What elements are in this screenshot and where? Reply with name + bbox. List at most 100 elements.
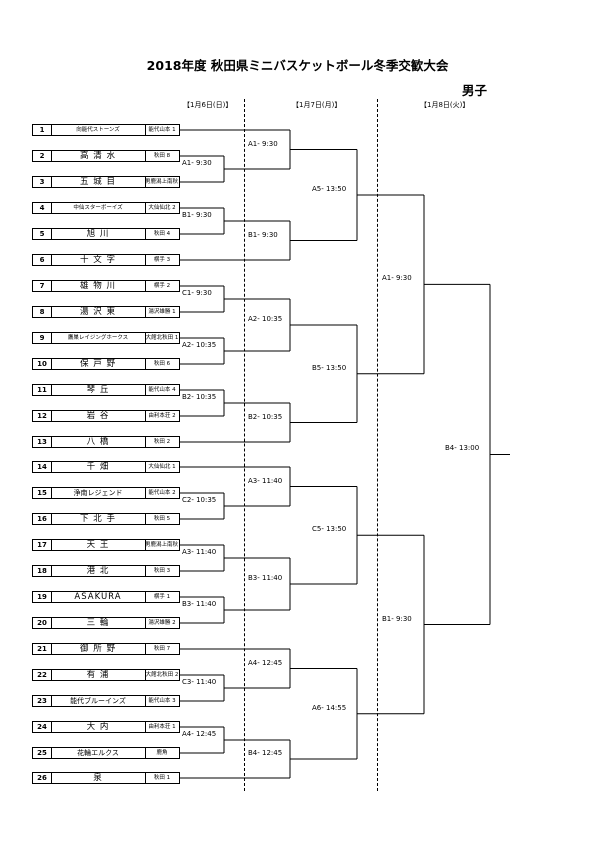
team-name: 十 文 字 xyxy=(51,255,146,265)
match-label: A5- 13:50 xyxy=(312,185,347,193)
team-name: 下 北 手 xyxy=(51,514,146,524)
team-region: 横手 2 xyxy=(153,283,171,289)
match-label: B3- 11:40 xyxy=(248,574,283,582)
team-region: 秋田 7 xyxy=(153,646,171,652)
team-region: 大館北秋田 2 xyxy=(145,672,179,678)
team-number: 2 xyxy=(33,151,52,161)
day-header-1: 【1月6日(日)】 xyxy=(183,101,233,109)
team-number: 17 xyxy=(33,540,52,550)
team-number: 7 xyxy=(33,281,52,291)
match-label: A1- 9:30 xyxy=(382,274,412,283)
team-name: 能代ブルーインズ xyxy=(51,696,146,706)
team-number: 9 xyxy=(33,333,52,343)
team-region: 大仙仙北 2 xyxy=(148,205,176,211)
team-number: 15 xyxy=(33,488,52,498)
team-region: 秋田 4 xyxy=(153,231,171,237)
match-label: A1- 9:30 xyxy=(182,159,212,167)
match-label: C1- 9:30 xyxy=(182,289,212,297)
team-name: 湯 沢 東 xyxy=(51,307,146,317)
team-number: 22 xyxy=(33,670,52,680)
match-label: A3- 11:40 xyxy=(248,476,283,485)
team-number: 12 xyxy=(33,411,52,421)
match-label: C2- 10:35 xyxy=(182,496,217,504)
team-name: 大 内 xyxy=(51,722,146,732)
team-region: 大館北秋田 1 xyxy=(145,335,179,341)
team-region: 大仙仙北 1 xyxy=(148,464,176,470)
match-label: C3- 11:40 xyxy=(182,678,217,686)
team-number: 8 xyxy=(33,307,52,317)
team-number: 1 xyxy=(33,125,52,135)
team-name: 御 所 野 xyxy=(51,644,146,654)
team-number: 20 xyxy=(33,618,52,628)
match-label: B5- 13:50 xyxy=(312,363,347,372)
match-label: B4- 12:45 xyxy=(248,749,283,757)
team-region: 能代山本 4 xyxy=(148,387,176,393)
team-name: 浄南レジェンド xyxy=(51,488,146,498)
team-region: 湯沢雄勝 1 xyxy=(148,309,176,315)
team-name: 千 畑 xyxy=(51,462,146,472)
team-region: 男鹿潟上南秋 1 xyxy=(145,179,179,185)
team-region: 秋田 2 xyxy=(153,439,171,445)
day-header-2: 【1月7日(月)】 xyxy=(292,101,342,109)
match-label: A6- 14:55 xyxy=(312,703,347,712)
team-number: 23 xyxy=(33,696,52,706)
division-label: 男子 xyxy=(462,83,488,98)
team-name: 港 北 xyxy=(51,566,146,576)
team-name: 琴 丘 xyxy=(51,385,146,395)
team-region: 男鹿潟上南秋 2 xyxy=(145,542,179,548)
match-label: B1- 9:30 xyxy=(248,230,278,239)
team-number: 21 xyxy=(33,644,52,654)
team-name: 旭 川 xyxy=(51,229,146,239)
team-name: 三 輪 xyxy=(51,618,146,628)
team-region: 能代山本 1 xyxy=(148,127,176,133)
team-number: 13 xyxy=(33,437,52,447)
team-name: 保 戸 野 xyxy=(51,359,146,369)
team-region: 由利本荘 1 xyxy=(148,724,176,730)
match-label: B2- 10:35 xyxy=(248,412,283,421)
team-name: 天 王 xyxy=(51,540,146,550)
team-name: 八 橋 xyxy=(51,437,146,447)
team-number: 4 xyxy=(33,203,52,213)
team-number: 5 xyxy=(33,229,52,239)
team-number: 10 xyxy=(33,359,52,369)
team-name: 向能代ストーンズ xyxy=(51,125,146,135)
match-label: A1- 9:30 xyxy=(248,139,278,148)
team-region: 鹿角 xyxy=(156,750,168,756)
team-name: 鷹巣レイジングホークス xyxy=(51,333,146,343)
team-name: 花輪エルクス xyxy=(51,748,146,758)
team-number: 25 xyxy=(33,748,52,758)
team-region: 秋田 3 xyxy=(153,568,171,574)
team-region: 秋田 6 xyxy=(153,361,171,367)
team-name: 岩 谷 xyxy=(51,411,146,421)
match-label: B2- 10:35 xyxy=(182,393,217,401)
team-region: 能代山本 3 xyxy=(148,698,176,704)
team-number: 14 xyxy=(33,462,52,472)
page-title: 2018年度 秋田県ミニバスケットボール冬季交歓大会 xyxy=(146,58,449,73)
team-region: 秋田 5 xyxy=(153,516,171,522)
match-label: B4- 13:00 xyxy=(445,444,480,453)
team-name: 高 清 水 xyxy=(51,151,146,161)
team-number: 26 xyxy=(33,773,52,783)
match-label: C5- 13:50 xyxy=(312,525,347,534)
team-number: 16 xyxy=(33,514,52,524)
team-name: 有 浦 xyxy=(51,670,146,680)
